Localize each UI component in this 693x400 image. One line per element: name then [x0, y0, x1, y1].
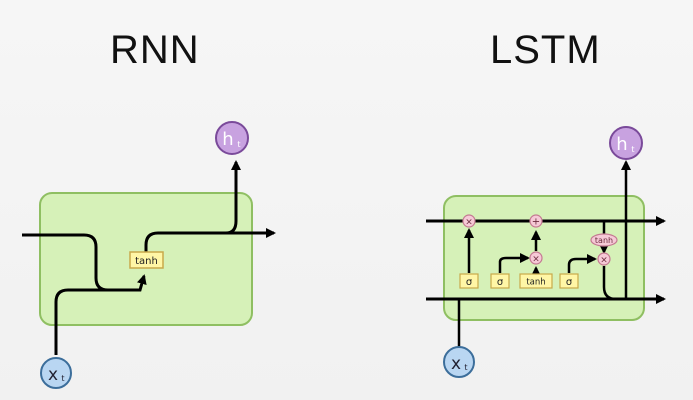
- rnn-input-sub: t: [61, 374, 64, 383]
- rnn-output-node: h t: [215, 121, 249, 155]
- lstm-diagram: × + × × tanh σ: [426, 126, 666, 378]
- lstm-gate-label-3: σ: [566, 277, 573, 288]
- rnn-tanh-out-line: [144, 228, 276, 252]
- lstm-forget-gate: σ: [459, 273, 479, 289]
- rnn-tanh-box: tanh: [129, 251, 164, 269]
- rnn-output-sub: t: [237, 140, 240, 149]
- lstm-output-mul-op: ×: [597, 252, 611, 266]
- lstm-add-label: +: [532, 217, 540, 228]
- lstm-input-sub: t: [464, 363, 467, 372]
- lstm-forget-mul-label: ×: [465, 218, 473, 228]
- rnn-tanh-label: tanh: [135, 256, 158, 267]
- lstm-forget-mul-op: ×: [462, 214, 476, 228]
- lstm-input-label: x: [451, 354, 461, 374]
- lstm-output-sub: t: [631, 145, 634, 154]
- lstm-input-gate: σ: [490, 273, 510, 289]
- lstm-output-tanh-label: tanh: [595, 236, 613, 245]
- lstm-output-gate-line: [567, 254, 597, 273]
- rnn-input-node: x t: [40, 357, 72, 389]
- lstm-add-op: +: [529, 214, 543, 228]
- rnn-diagram: tanh h t x t: [22, 121, 276, 389]
- rnn-input-line: [54, 288, 140, 355]
- lstm-gate-label-1: σ: [497, 277, 504, 288]
- lstm-gate-label-2: tanh: [526, 278, 545, 288]
- lstm-output-gate: σ: [559, 273, 579, 289]
- lstm-output-label: h: [616, 134, 627, 155]
- lstm-input-node: x t: [443, 346, 475, 378]
- lstm-output-tanh-op: tanh: [590, 233, 618, 247]
- lstm-gate-label-0: σ: [466, 277, 473, 288]
- rnn-title: RNN: [110, 28, 200, 72]
- rnn-input-label: x: [48, 365, 58, 385]
- lstm-input-gate-line: [498, 253, 530, 273]
- lstm-output-node: h t: [609, 126, 643, 160]
- rnn-output-label: h: [222, 129, 233, 150]
- lstm-output-mul-label: ×: [600, 256, 608, 266]
- lstm-title: LSTM: [490, 28, 601, 72]
- lstm-candidate-gate: tanh: [519, 273, 553, 289]
- lstm-input-mul-label: ×: [532, 255, 540, 265]
- rnn-output-line: [225, 160, 241, 235]
- lstm-mul-to-hidden-line: [602, 266, 617, 301]
- lstm-cell: [443, 195, 645, 321]
- lstm-input-mul-op: ×: [529, 251, 543, 265]
